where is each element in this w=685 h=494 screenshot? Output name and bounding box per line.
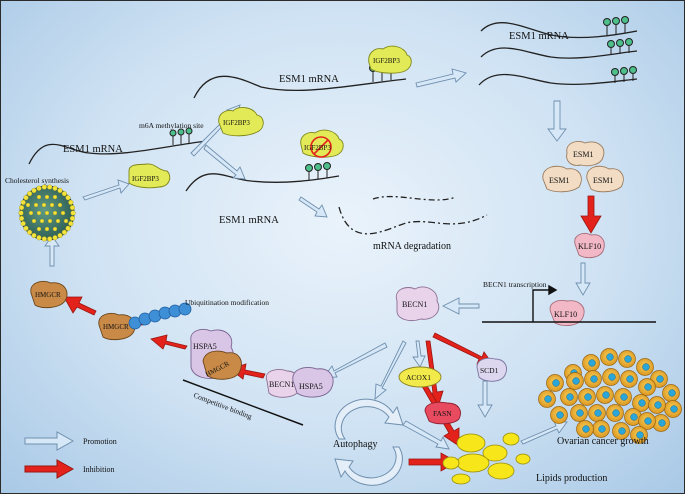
mrna-strand-lower <box>185 173 340 192</box>
label-klf10-dna: KLF10 <box>554 310 577 319</box>
arrow-becn1-to-hspa5 <box>322 342 388 379</box>
arrow-autophagy-to-lipids <box>402 420 450 450</box>
hmgcr-protein <box>30 281 68 309</box>
arrow-upper-to-right <box>415 68 467 88</box>
label-esm1-left: ESM1 <box>549 176 569 185</box>
becn1-hspa5-complex <box>265 367 334 398</box>
m6a-site-right-2 <box>607 38 633 55</box>
ovarian-cancer-cells <box>538 348 682 444</box>
label-hspa5-becn1-complex: HSPA5 <box>299 382 323 391</box>
fasn-protein <box>424 401 461 425</box>
label-mrna-degradation: mRNA degradation <box>373 241 451 252</box>
label-igf2bp3-upper: IGF2BP3 <box>373 57 400 65</box>
label-becn1-complex: BECN1 <box>269 380 294 389</box>
label-ovarian-cancer-growth: Ovarian cancer growth <box>557 436 649 447</box>
arrow-cholesterol-to-igf <box>82 179 130 201</box>
label-klf10-top: KLF10 <box>578 242 601 251</box>
label-esm1-mrna-main: ESM1 mRNA <box>63 144 123 155</box>
esm1-protein-left <box>542 165 582 193</box>
competitive-binding-line <box>182 379 304 426</box>
arrow-right-to-esm1 <box>547 100 567 142</box>
arrow-scd1-to-lipids <box>477 380 493 418</box>
label-m6a-site: m6A methylation site <box>139 121 204 130</box>
esm1-protein-top <box>566 141 605 167</box>
label-acox1: ACOX1 <box>406 373 431 382</box>
klf10-protein-dna <box>549 300 585 326</box>
mrna-strand-upper <box>193 75 407 99</box>
legend-promotion-arrow <box>24 431 75 451</box>
acox1-protein <box>398 366 442 388</box>
label-scd1: SCD1 <box>480 366 499 375</box>
label-cholesterol-synthesis: Cholesterol synthesis <box>5 176 69 185</box>
igf2bp3-protein-lower <box>300 129 344 158</box>
label-igf2bp3-lower: IGF2BP3 <box>304 144 331 152</box>
label-fasn: FASN <box>433 409 452 418</box>
arrow-becn1-to-acox1 <box>412 340 426 368</box>
label-esm1-right: ESM1 <box>593 176 613 185</box>
label-esm1-mrna-right: ESM1 mRNA <box>509 31 569 42</box>
legend <box>24 431 75 479</box>
promoter-mark <box>532 289 549 322</box>
mrna-degraded <box>338 206 488 235</box>
mrna-degraded-2 <box>372 195 457 201</box>
mrna-strand-right-1 <box>480 22 638 39</box>
label-lipids-production: Lipids production <box>536 473 607 484</box>
mrna-strand-main <box>28 140 207 165</box>
label-becn1-main: BECN1 <box>402 300 427 309</box>
inhibition-arrows <box>63 195 602 472</box>
arrow-becn1-to-autophagy <box>374 340 407 401</box>
ubiquitin-chain <box>128 302 192 330</box>
arrow-esm1-to-klf10 <box>580 195 602 234</box>
arrow-igf-to-lower <box>203 144 246 180</box>
mrna-strands <box>28 22 638 235</box>
m6a-site-lower <box>305 162 331 180</box>
mrna-strand-right-2 <box>480 47 638 59</box>
becn1-protein-main <box>395 286 440 322</box>
label-igf2bp3-mid: IGF2BP3 <box>223 119 250 127</box>
arrow-becn1-transcription-to-becn1 <box>441 297 480 315</box>
arrow-lower-to-degradation <box>298 196 328 218</box>
label-becn1-transcription: BECN1 transcription <box>483 280 547 289</box>
label-esm1-top: ESM1 <box>573 150 593 159</box>
hspa5-hmgcr-complex <box>190 329 242 380</box>
m6a-site-right-1 <box>603 16 629 35</box>
esm1-proteins <box>542 141 624 193</box>
label-esm1-mrna-lower: ESM1 mRNA <box>219 215 279 226</box>
legend-inhibition-arrow <box>24 459 75 479</box>
label-hmgcr-free: HMGCR <box>35 291 61 299</box>
dna-line <box>482 284 656 323</box>
scd1-protein <box>476 357 507 382</box>
arrow-hmgcr-ubq-to-hspa5 <box>150 334 188 350</box>
m6a-site-right-3 <box>611 66 637 83</box>
label-ubiquitination: Ubiquitination modification <box>185 298 269 307</box>
klf10-protein-top <box>574 233 605 259</box>
igf2bp3-protein-mid <box>218 107 264 137</box>
esm1-protein-right <box>586 165 624 193</box>
cholesterol-beads <box>18 184 76 242</box>
cholesterol-sphere <box>18 184 76 242</box>
igf2bp3-protein-upper <box>368 45 412 74</box>
m6a-site-main <box>169 127 193 145</box>
label-esm1-mrna-upper: ESM1 mRNA <box>279 74 339 85</box>
arrow-hmgcr-ub-to-hmgcr <box>63 296 97 316</box>
label-hspa5-complex: HSPA5 <box>193 342 217 351</box>
arrow-lipids-to-cancer <box>520 420 568 445</box>
igf2bp3-protein-left <box>128 163 171 189</box>
no-binding-icon <box>310 136 332 158</box>
arrow-hmgcr-to-cholesterol <box>44 235 60 267</box>
autophagy-cycle-icon <box>334 398 404 486</box>
hmgcr-ubiquitinated <box>98 302 192 341</box>
label-autophagy: Autophagy <box>333 439 377 450</box>
arrow-klf10-to-dna <box>575 262 591 296</box>
legend-inhibition-label: Inhibition <box>83 465 115 474</box>
label-igf2bp3-left: IGF2BP3 <box>132 175 159 183</box>
lipid-droplets <box>442 432 531 485</box>
label-hmgcr-ub: HMGCR <box>103 323 129 331</box>
legend-promotion-label: Promotion <box>83 437 117 446</box>
mrna-strand-right-3 <box>478 73 638 86</box>
